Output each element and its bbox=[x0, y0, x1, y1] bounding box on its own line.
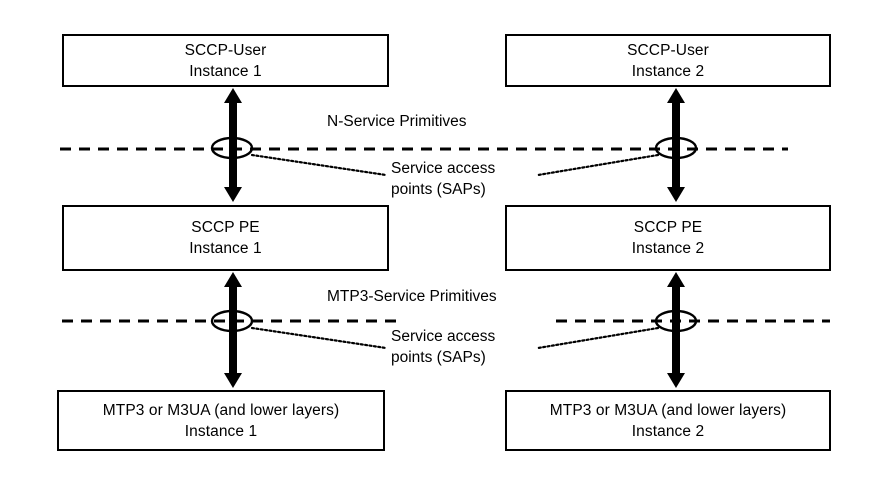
sap-leader-line-lower-right bbox=[536, 326, 660, 350]
sap-marker-icon-upper-left bbox=[210, 136, 254, 160]
box-subtitle-line: Instance 2 bbox=[631, 240, 705, 257]
box-subtitle-line: Instance 1 bbox=[189, 62, 262, 80]
mtp3-service-primitives-arrow-right bbox=[667, 272, 685, 388]
sap-label-line-1: Service access bbox=[391, 328, 496, 345]
box-sccp-user-instance-1: SCCP-User Instance 1 bbox=[62, 34, 389, 87]
label-mtp3-service-primitives: MTP3-Service Primitives bbox=[327, 288, 497, 305]
box-sccp-pe-instance-1: SCCP PE Instance 1 bbox=[62, 205, 389, 271]
box-title-line: MTP3 or M3UA (and lower layers) bbox=[549, 401, 787, 419]
label-n-service-primitives: N-Service Primitives bbox=[327, 113, 467, 130]
sap-label-line-1: Service access bbox=[391, 160, 496, 177]
box-title-line: SCCP-User bbox=[627, 41, 709, 59]
n-service-primitives-arrow-left bbox=[224, 88, 242, 202]
box-subtitle-line: Instance 2 bbox=[631, 62, 705, 80]
box-mtp3-m3ua-instance-2: MTP3 or M3UA (and lower layers) Instance… bbox=[505, 390, 831, 451]
box-subtitle-line: Instance 1 bbox=[184, 422, 258, 440]
sap-leader-line-upper-left bbox=[250, 153, 388, 177]
box-sccp-pe-instance-2: SCCP PE Instance 2 bbox=[505, 205, 831, 271]
sap-leader-line-lower-left bbox=[250, 326, 388, 350]
box-sccp-user-instance-2: SCCP-User Instance 2 bbox=[505, 34, 831, 87]
label-service-access-points-upper: Service access points (SAPs) bbox=[391, 158, 495, 200]
box-subtitle-line: Instance 2 bbox=[631, 422, 705, 440]
box-subtitle-line: Instance 1 bbox=[189, 240, 262, 257]
mtp3-service-primitives-arrow-left bbox=[224, 272, 242, 388]
sap-label-line-2: points (SAPs) bbox=[391, 181, 486, 198]
sap-marker-icon-lower-right bbox=[654, 309, 698, 333]
label-service-access-points-lower: Service access points (SAPs) bbox=[391, 326, 495, 368]
box-title-line: SCCP-User bbox=[184, 41, 267, 59]
box-mtp3-m3ua-instance-1: MTP3 or M3UA (and lower layers) Instance… bbox=[57, 390, 385, 451]
box-title-line: SCCP PE bbox=[191, 219, 260, 236]
sap-label-line-2: points (SAPs) bbox=[391, 349, 486, 366]
box-title-line: MTP3 or M3UA (and lower layers) bbox=[102, 401, 340, 419]
box-title-line: SCCP PE bbox=[633, 219, 703, 236]
sap-marker-icon-lower-left bbox=[210, 309, 254, 333]
n-service-primitives-arrow-right bbox=[667, 88, 685, 202]
sap-leader-line-upper-right bbox=[536, 153, 660, 177]
sap-marker-icon-upper-right bbox=[654, 136, 698, 160]
